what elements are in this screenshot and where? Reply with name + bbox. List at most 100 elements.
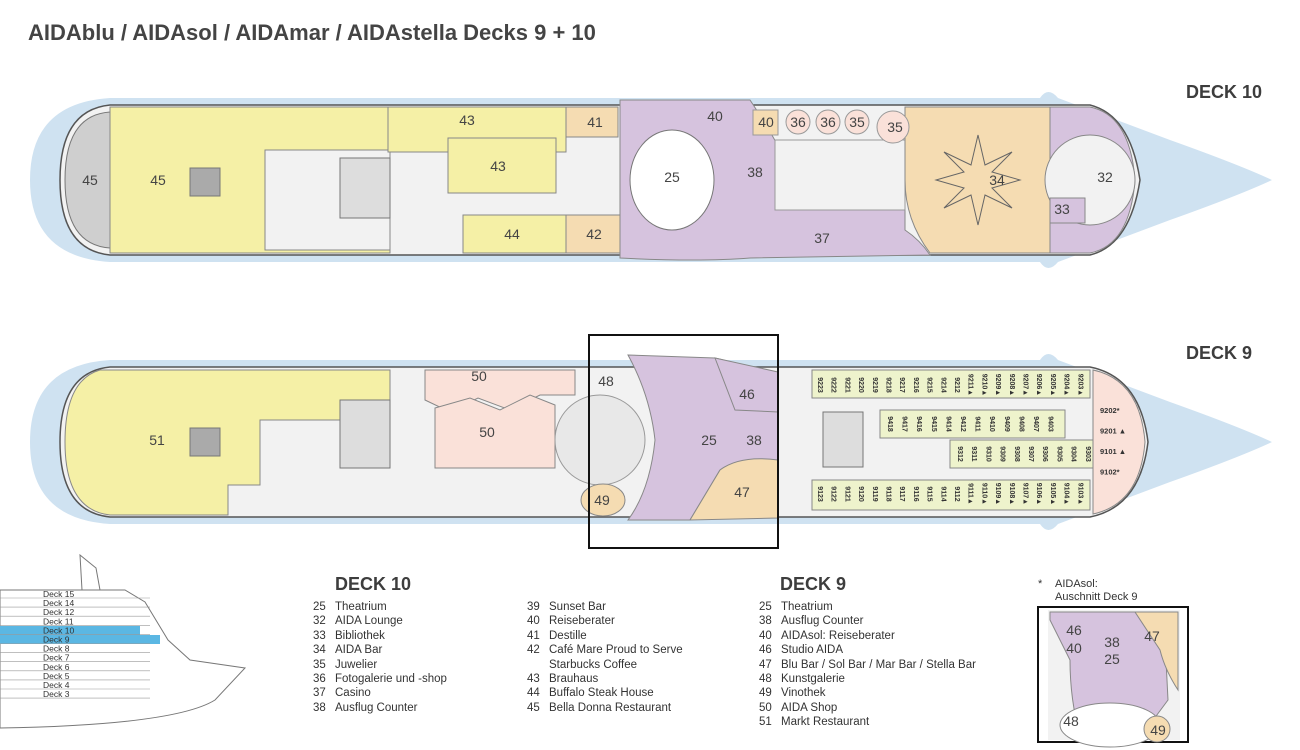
legend-text: Blu Bar / Sol Bar / Mar Bar / Stella Bar xyxy=(781,658,976,671)
legend-text: Café Mare Proud to Serve xyxy=(549,644,683,657)
legend-text: Vinothek xyxy=(781,687,826,700)
cabin-number: 9211▲ xyxy=(967,374,974,396)
side-deck-label: Deck 5 xyxy=(43,671,70,681)
cabin-number: 9221 xyxy=(843,377,850,393)
area-44-steakhouse[interactable] xyxy=(462,214,567,254)
cabin-number: 9119 xyxy=(871,486,878,501)
cabin-number: 9417 xyxy=(901,416,908,432)
deck10-area-label: 33 xyxy=(1054,201,1070,217)
legend-text: Markt Restaurant xyxy=(781,716,870,729)
legend-num: 32 xyxy=(313,615,326,628)
area-43-brauhaus-b[interactable] xyxy=(447,137,557,194)
bow-cabin-number: 9202* xyxy=(1100,406,1120,415)
cabin-number: 9110▲ xyxy=(980,483,987,505)
cabin-number: 9303 xyxy=(1084,446,1091,462)
area-33-bibliothek[interactable] xyxy=(1049,197,1086,224)
legend-text: Theatrium xyxy=(335,601,387,613)
cabin-number: 9219 xyxy=(871,377,878,393)
area-49-vinothek[interactable] xyxy=(580,483,626,517)
area-36-foto-a[interactable] xyxy=(785,109,811,135)
area-40-reise[interactable] xyxy=(752,109,779,136)
legend-text: Ausflug Counter xyxy=(781,615,864,628)
legend-text: Studio AIDA xyxy=(781,644,844,657)
deck10-area-label: 41 xyxy=(587,114,603,130)
deck10-area-label: 45 xyxy=(82,172,98,188)
legend-text: Starbucks Coffee xyxy=(549,658,638,671)
area-35-juwelier-b[interactable] xyxy=(876,110,910,144)
deck10-area-label: 45 xyxy=(150,172,166,188)
area-51-markt[interactable] xyxy=(64,369,391,516)
cabin-number: 9107▲ xyxy=(1022,483,1029,506)
ship-side-funnel xyxy=(79,553,101,591)
aida-bar-star xyxy=(934,134,1022,226)
deck10-stairs-aft xyxy=(339,157,391,219)
cabin-number: 9114 xyxy=(939,486,946,501)
legend-num: 40 xyxy=(527,615,540,628)
cabin-number: 9215 xyxy=(926,377,933,393)
deck10-area-label: 43 xyxy=(459,112,475,128)
cabin-number: 9309 xyxy=(999,446,1006,462)
cabin-number: 9117 xyxy=(898,486,905,501)
area-41-destille[interactable] xyxy=(565,106,619,138)
cabin-number: 9407 xyxy=(1032,416,1039,432)
legend-text: Brauhaus xyxy=(549,673,599,686)
cabin-number: 9212 xyxy=(953,377,960,393)
cabin-number: 9206▲ xyxy=(1035,374,1042,397)
inset-area-label: 25 xyxy=(1104,651,1120,667)
legend-num: 41 xyxy=(527,629,540,642)
side-deck-label: Deck 12 xyxy=(43,607,74,617)
cabin-number: 9214 xyxy=(939,377,946,393)
legend-num: 38 xyxy=(313,701,326,714)
deck10-area-label: 36 xyxy=(790,114,806,130)
deck10-area-label: 40 xyxy=(707,108,723,124)
bow-suites xyxy=(1092,369,1146,515)
cabin-number: 9307 xyxy=(1027,446,1034,462)
area-36-foto-b[interactable] xyxy=(815,109,841,135)
cabin-number: 9116 xyxy=(912,486,919,501)
cabin-number: 9204▲ xyxy=(1063,374,1070,397)
deck10-area-label: 43 xyxy=(490,158,506,174)
legend-num: 45 xyxy=(527,701,540,714)
deck9-stairs-aft xyxy=(339,399,391,469)
side-deck-label: Deck 10 xyxy=(43,625,74,635)
cabin-number: 9108▲ xyxy=(1008,483,1015,506)
cabin-number: 9305 xyxy=(1055,446,1062,462)
cabin-number: 9115 xyxy=(926,486,933,501)
area-50-shop-b[interactable] xyxy=(434,394,556,469)
bow-cabin-number: 9102* xyxy=(1100,468,1120,477)
inset-note-line2: Auschnitt Deck 9 xyxy=(1055,591,1138,603)
cabin-number: 9411 xyxy=(974,416,981,431)
deck10-label: DECK 10 xyxy=(1186,82,1263,102)
legend-num xyxy=(527,658,549,672)
cabin-number: 9208▲ xyxy=(1008,374,1015,397)
cabin-number: 9416 xyxy=(915,416,922,432)
area-25-theatrium[interactable] xyxy=(629,129,715,231)
deck9-label: DECK 9 xyxy=(1186,343,1253,363)
deck10-area-label: 36 xyxy=(820,114,836,130)
deck10-area-label: 32 xyxy=(1097,169,1113,185)
legend-num: 46 xyxy=(759,644,772,657)
cabin-number: 9109▲ xyxy=(994,483,1001,506)
side-deck-label: Deck 8 xyxy=(43,644,70,654)
area-42-cafe[interactable] xyxy=(565,214,629,254)
cabin-number: 9414 xyxy=(944,416,951,432)
cabin-number: 9120 xyxy=(857,486,864,502)
legend-text: AIDA Lounge xyxy=(335,615,403,628)
area-35-juwelier-a[interactable] xyxy=(844,109,870,135)
cabins-bottom-row xyxy=(811,479,1091,511)
cabins-mid-top-row xyxy=(879,409,1066,439)
cabin-number: 9210▲ xyxy=(980,374,987,397)
